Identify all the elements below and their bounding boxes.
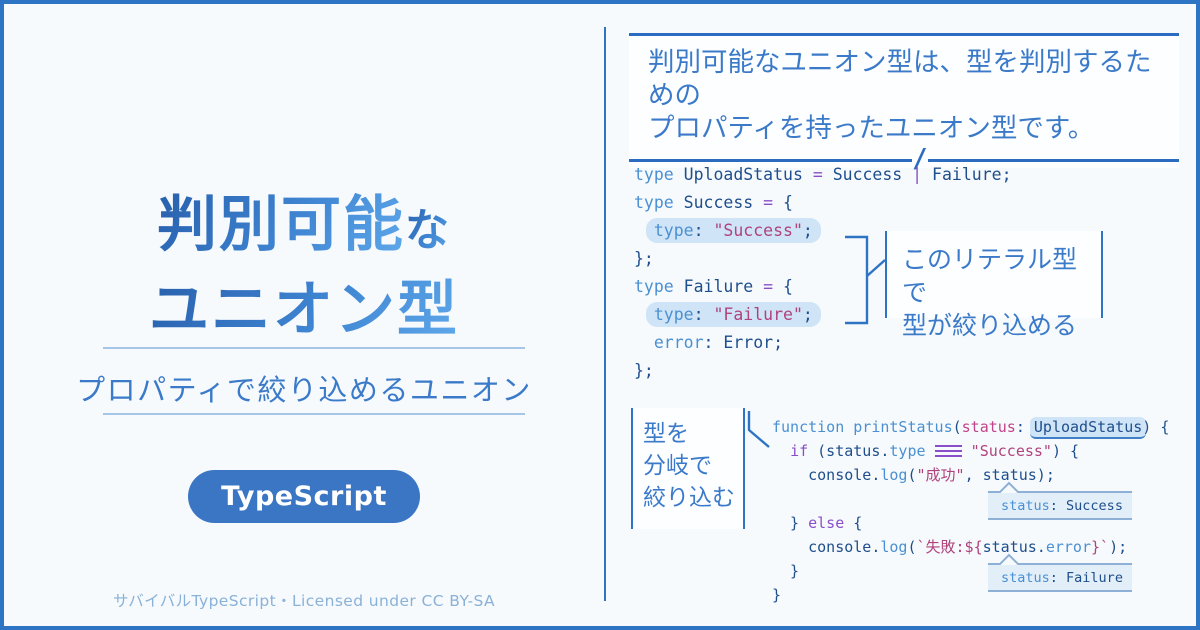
tooltip-success: status: Success bbox=[988, 481, 1132, 520]
vertical-divider bbox=[604, 27, 606, 601]
summary-line1: 判別可能なユニオン型は、型を判別するための bbox=[648, 47, 1152, 111]
typescript-badge[interactable]: TypeScript bbox=[188, 470, 420, 523]
left-panel: 判別可能な ユニオン型 プロパティで絞り込めるユニオン TypeScript サ… bbox=[4, 4, 604, 626]
tooltip-failure: status: Failure bbox=[988, 553, 1132, 592]
caret-up-icon bbox=[988, 481, 1132, 493]
summary-box: 判別可能なユニオン型は、型を判別するための プロパティを持ったユニオン型です。 … bbox=[629, 33, 1179, 174]
subtitle-top-rule bbox=[103, 347, 525, 349]
literal-annotation-line2: 型が絞り込める bbox=[902, 311, 1078, 340]
tooltip-success-text: status: Success bbox=[988, 493, 1132, 520]
page-title-line2: ユニオン型 bbox=[149, 275, 459, 345]
branch-arrow-line bbox=[747, 411, 770, 448]
function-code: function printStatus(status: UploadStatu… bbox=[772, 417, 1170, 604]
page-subtitle: プロパティで絞り込めるユニオン bbox=[76, 373, 532, 407]
literal-annotation-line1: このリテラル型で bbox=[902, 245, 1078, 307]
branch-annotation-line2: 分岐で bbox=[643, 453, 712, 479]
footer-credit: サバイバルTypeScript・Licensed under CC BY-SA bbox=[112, 592, 496, 610]
summary-text: 判別可能なユニオン型は、型を判別するための プロパティを持ったユニオン型です。 bbox=[629, 36, 1179, 153]
branch-annotation: 型を 分岐で 絞り込む bbox=[631, 408, 745, 529]
summary-bottom-rule: / bbox=[629, 144, 1179, 174]
rule-segment bbox=[629, 159, 913, 162]
branch-annotation-line1: 型を bbox=[643, 421, 689, 447]
page-title: 判別可能な ユニオン型 bbox=[4, 190, 604, 360]
caret-up-icon bbox=[988, 553, 1132, 565]
literal-annotation: このリテラル型で 型が絞り込める bbox=[885, 231, 1103, 340]
rule-segment bbox=[927, 159, 1179, 162]
subtitle-bottom-rule bbox=[103, 413, 525, 415]
tooltip-failure-text: status: Failure bbox=[988, 565, 1132, 592]
summary-line2: プロパティを持ったユニオン型です。 bbox=[648, 113, 1095, 144]
page-title-line1: 判別可能な bbox=[157, 190, 451, 260]
branch-annotation-line3: 絞り込む bbox=[643, 485, 735, 511]
type-declarations-code: type UploadStatus = Success | Failure;ty… bbox=[634, 165, 1012, 380]
